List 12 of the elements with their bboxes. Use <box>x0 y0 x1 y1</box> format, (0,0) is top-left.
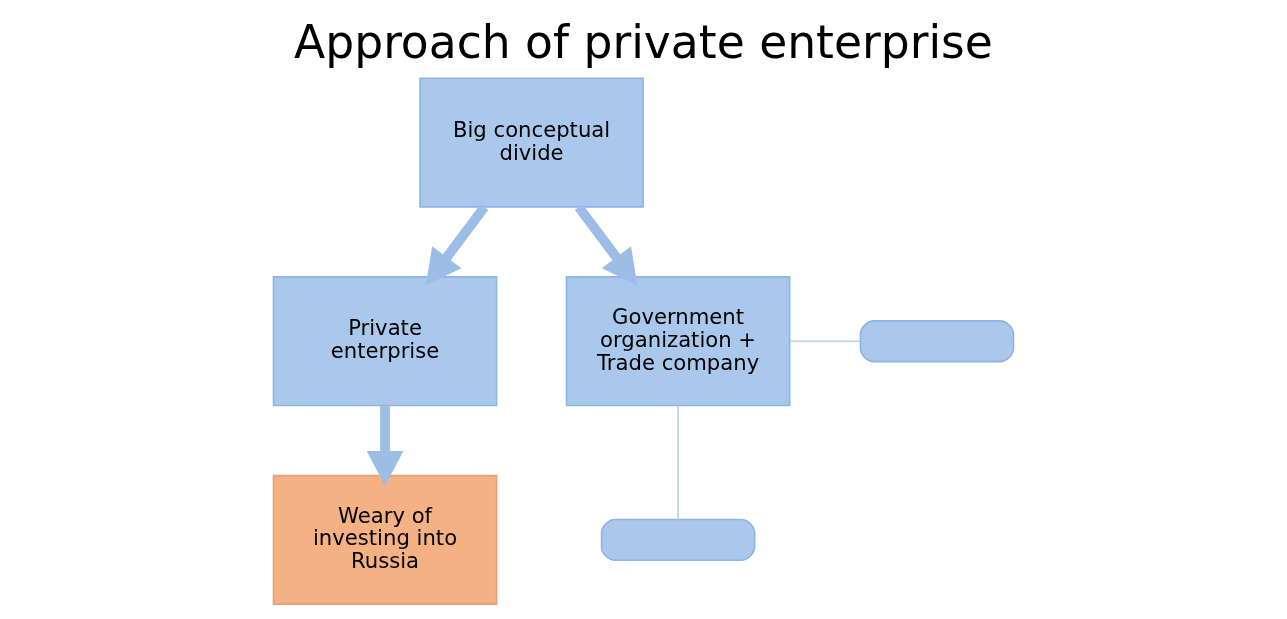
node-box <box>859 320 1015 363</box>
diagram-title: Approach of private enterprise <box>294 15 993 69</box>
arrow <box>425 204 489 286</box>
arrow <box>574 204 638 286</box>
arrow <box>366 405 404 486</box>
connector <box>789 340 861 343</box>
node-box: Private enterprise <box>272 276 498 407</box>
node-box <box>600 518 756 562</box>
connector <box>677 404 679 521</box>
node-box: Big conceptual divide <box>419 77 644 208</box>
node-box: Government organization + Trade company <box>565 276 791 407</box>
node-box: Weary of investing into Russia <box>272 474 498 605</box>
